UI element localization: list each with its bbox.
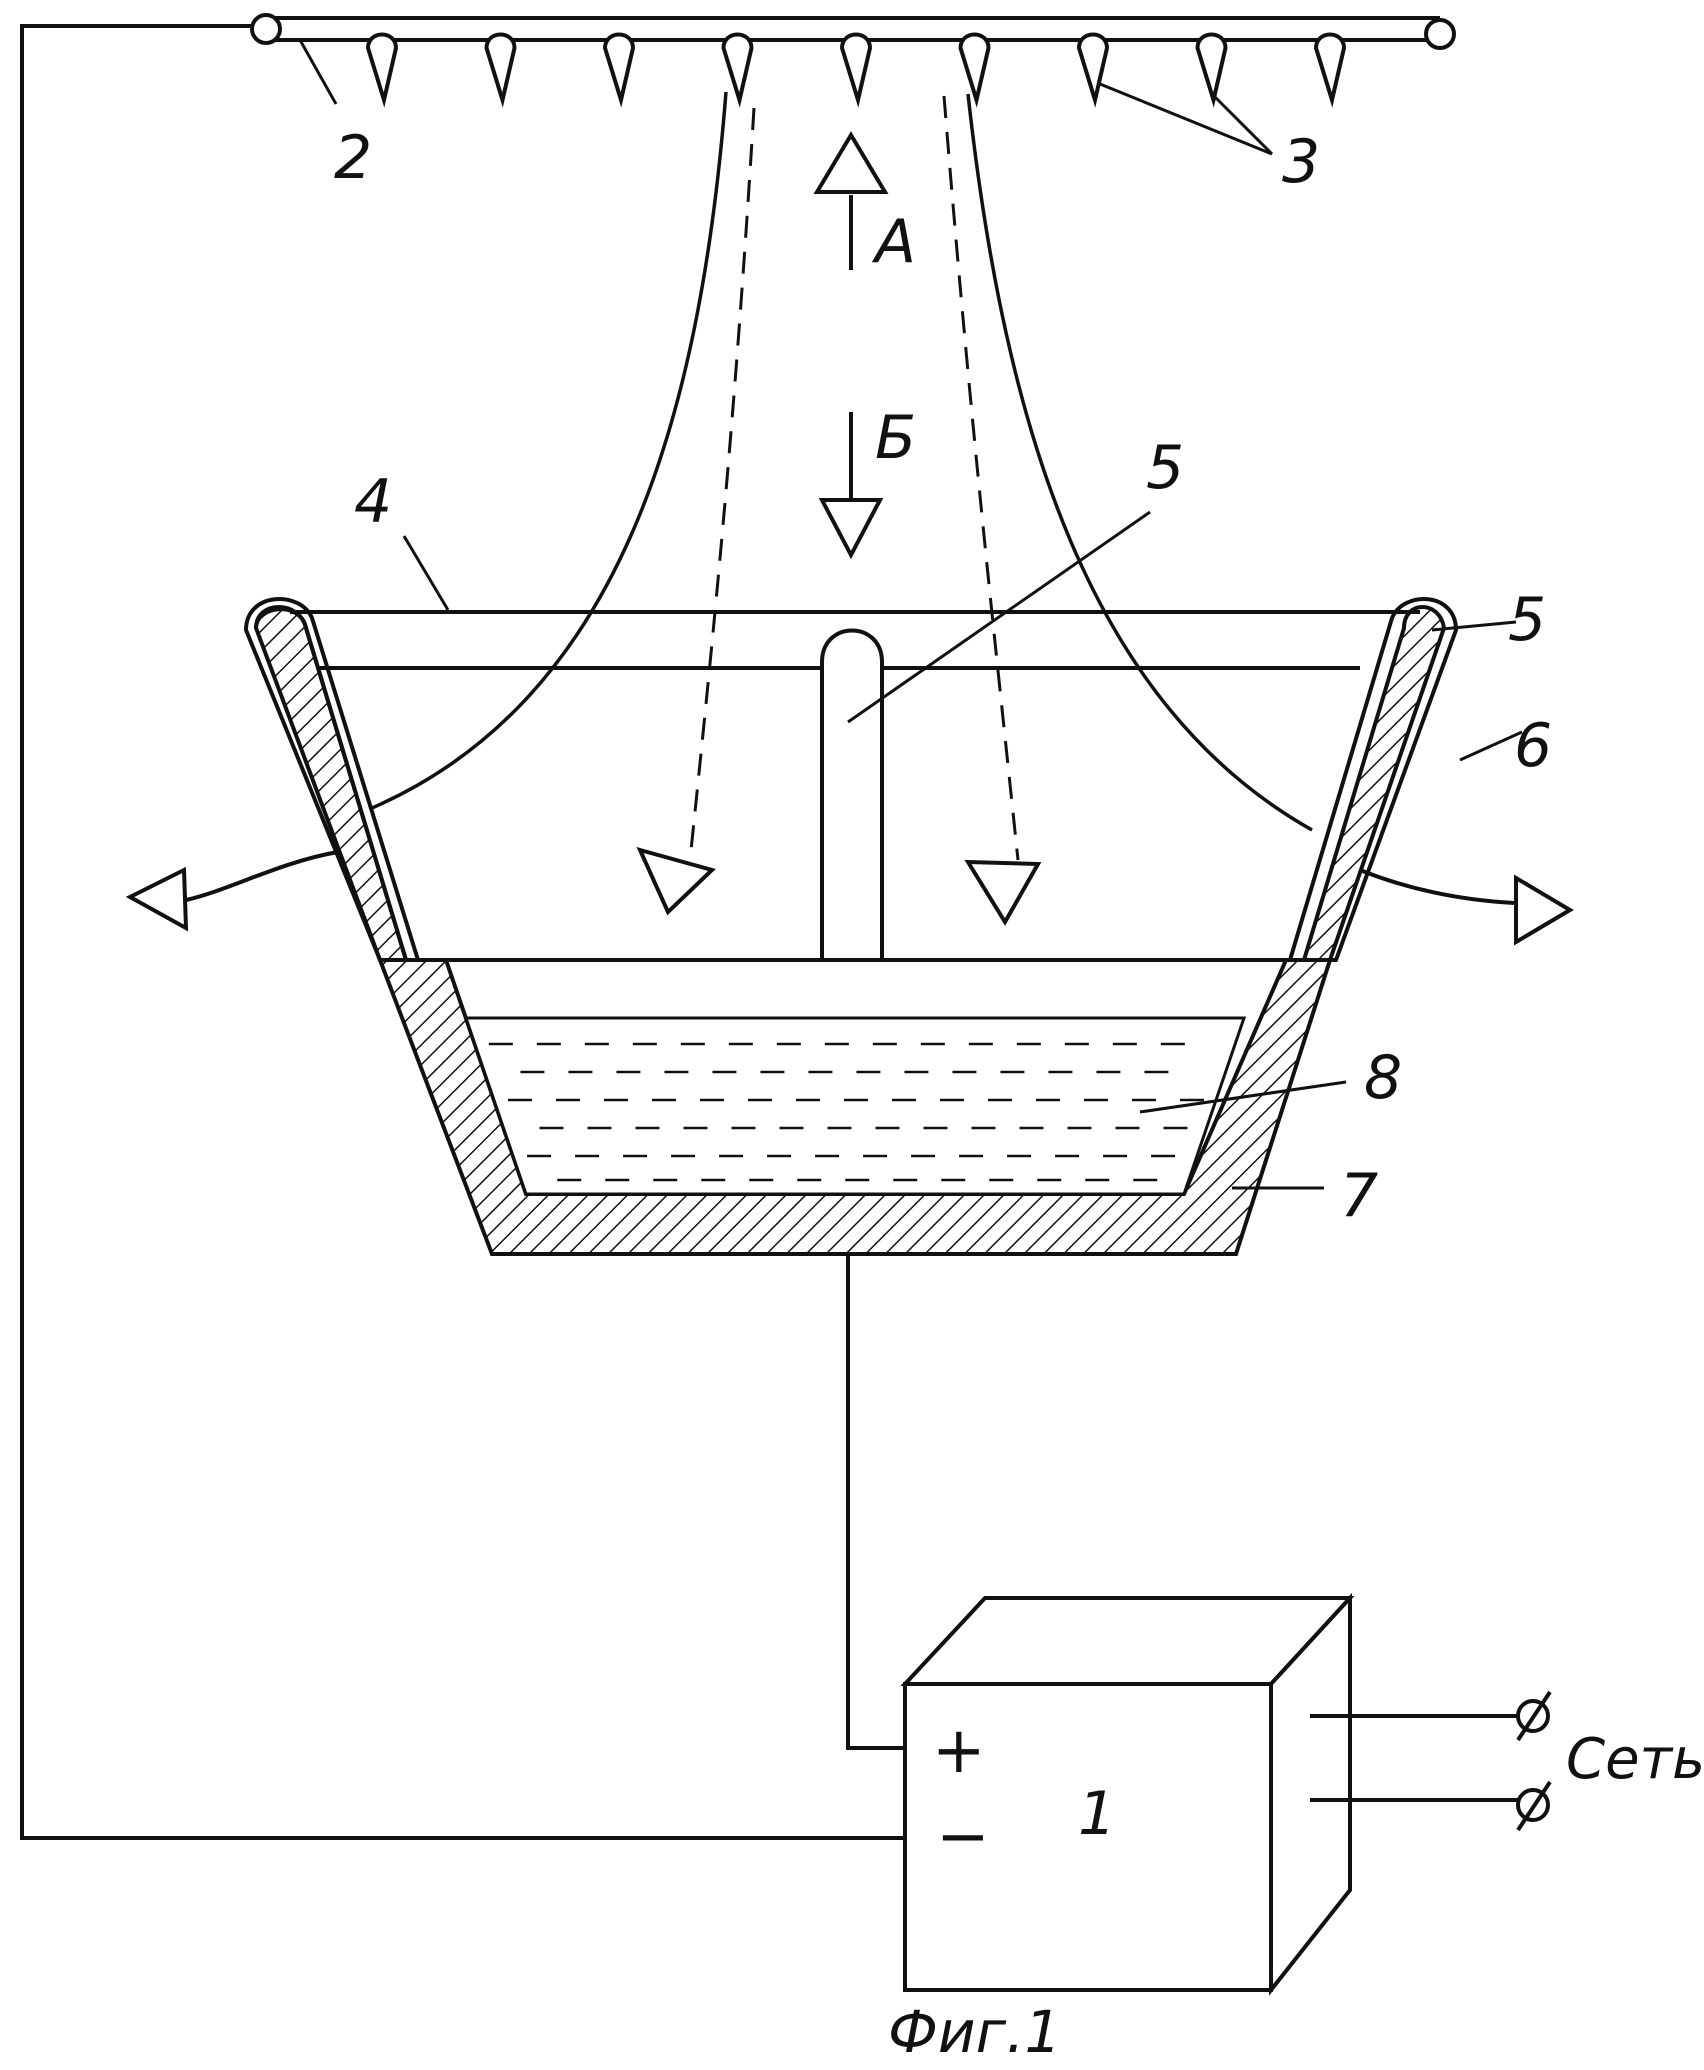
nozzle <box>1195 32 1228 108</box>
tank-left-lip-outer <box>254 607 408 961</box>
label-4: 4 <box>354 467 392 537</box>
label-arrow-b: Б <box>875 403 916 473</box>
spray-plume-right <box>966 93 1313 832</box>
label-7: 7 <box>1340 1161 1378 1231</box>
tank-left-lip <box>253 605 409 962</box>
nozzle <box>1313 32 1347 108</box>
terminal-top-symbol <box>1516 1690 1552 1742</box>
label-plus: + <box>932 1714 986 1788</box>
tank-left-lip-contour <box>243 597 421 962</box>
tank-right-lip <box>1301 605 1447 962</box>
flow-dashed-right <box>942 95 1020 861</box>
electrolyte-dashes <box>488 1042 1204 1182</box>
positive-wire <box>846 1254 905 1750</box>
negative-wire <box>20 24 905 1840</box>
arrow-a-up <box>813 131 889 270</box>
leader-2 <box>298 39 338 105</box>
anode-rod <box>820 628 884 958</box>
label-5-rod: 5 <box>1146 433 1184 503</box>
nozzle <box>958 32 991 108</box>
label-6: 6 <box>1514 711 1552 781</box>
nozzle <box>721 32 754 108</box>
power-supply-box <box>900 1592 1355 1996</box>
flow-arrowhead-left <box>636 846 716 916</box>
nozzle <box>365 32 399 108</box>
flow-dashed-left <box>688 107 756 861</box>
label-1: 1 <box>1078 1779 1116 1849</box>
label-3: 3 <box>1282 127 1320 197</box>
flow-arrowhead-right <box>964 859 1042 926</box>
leader-6 <box>1459 730 1523 762</box>
nozzle <box>484 32 517 108</box>
nozzle-row <box>365 32 1347 108</box>
leader-4 <box>402 535 450 611</box>
label-8: 8 <box>1364 1043 1402 1113</box>
electrolyte-liquid <box>463 1016 1247 1196</box>
terminal-bottom-symbol <box>1516 1780 1552 1832</box>
leader-5a <box>847 510 1151 724</box>
spray-plume-left <box>371 91 728 810</box>
leader-3b <box>1212 94 1274 156</box>
figure-caption: Фиг.1 <box>888 1998 1061 2066</box>
arrow-b-down <box>818 412 884 560</box>
label-mains: Сеть <box>1566 1727 1704 1792</box>
outflow-arrowhead-right <box>1514 874 1574 946</box>
nozzle <box>1076 32 1110 108</box>
leader-8 <box>1139 1080 1347 1114</box>
label-arrow-a: А <box>871 207 916 277</box>
label-2: 2 <box>334 123 372 193</box>
outflow-arrowhead-left <box>125 866 189 932</box>
nozzle <box>839 32 873 108</box>
outflow-curve-left <box>185 850 339 902</box>
tank-right-lip-contour <box>1287 596 1459 962</box>
leader-3a <box>1099 82 1273 156</box>
leader-5b <box>1431 620 1517 632</box>
nozzle <box>602 32 636 108</box>
label-minus: − <box>936 1800 990 1874</box>
label-5-lip: 5 <box>1508 585 1546 655</box>
outflow-curve-right <box>1359 868 1515 905</box>
